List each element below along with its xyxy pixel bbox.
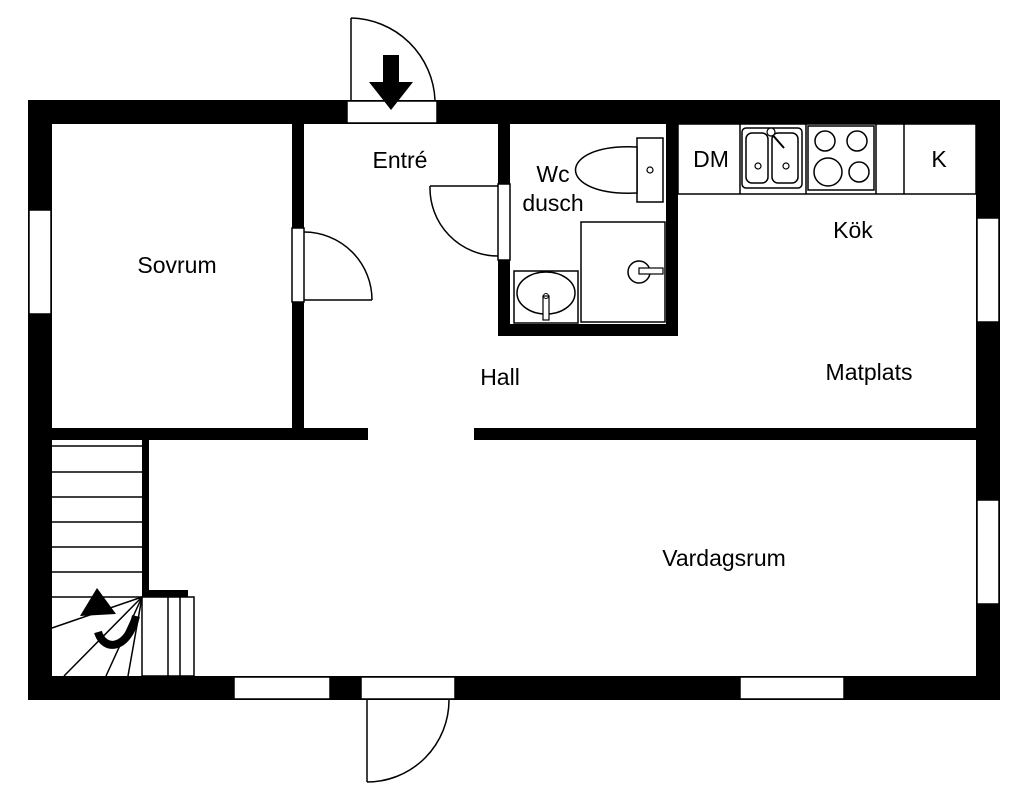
room-label-sovrum: Sovrum (137, 252, 216, 278)
washbasin-icon (513, 270, 579, 324)
room-label-hall: Hall (480, 364, 520, 390)
entry-door (346, 17, 438, 124)
window-vardagsrum-south-2 (739, 676, 845, 700)
room-label-dusch: dusch (522, 190, 583, 216)
window-sovrum (28, 209, 52, 315)
dishwasher-label: DM (693, 146, 729, 172)
room-label-vardagsrum: Vardagsrum (662, 545, 786, 571)
room-label-matplats: Matplats (826, 359, 913, 385)
sovrum-door (291, 227, 373, 303)
back-door (360, 676, 456, 783)
window-kok (976, 217, 1000, 323)
windows (28, 209, 1000, 700)
room-label-kok: Kök (833, 217, 873, 243)
room-label-wc: Wc (536, 161, 569, 187)
interior-walls (52, 124, 976, 592)
window-vardagsrum-south-1 (233, 676, 331, 700)
entry-arrow-icon (369, 55, 413, 110)
kitchen-counter (677, 123, 977, 195)
toilet-icon (575, 137, 664, 203)
stove-icon (807, 125, 875, 191)
fridge-label: K (931, 146, 947, 172)
window-vardagsrum-east (976, 499, 1000, 605)
room-label-entre: Entré (373, 147, 428, 173)
shower-icon (580, 221, 666, 323)
sink-icon (741, 127, 803, 189)
stair-arrow-icon (80, 588, 140, 649)
wc-door (429, 183, 511, 261)
